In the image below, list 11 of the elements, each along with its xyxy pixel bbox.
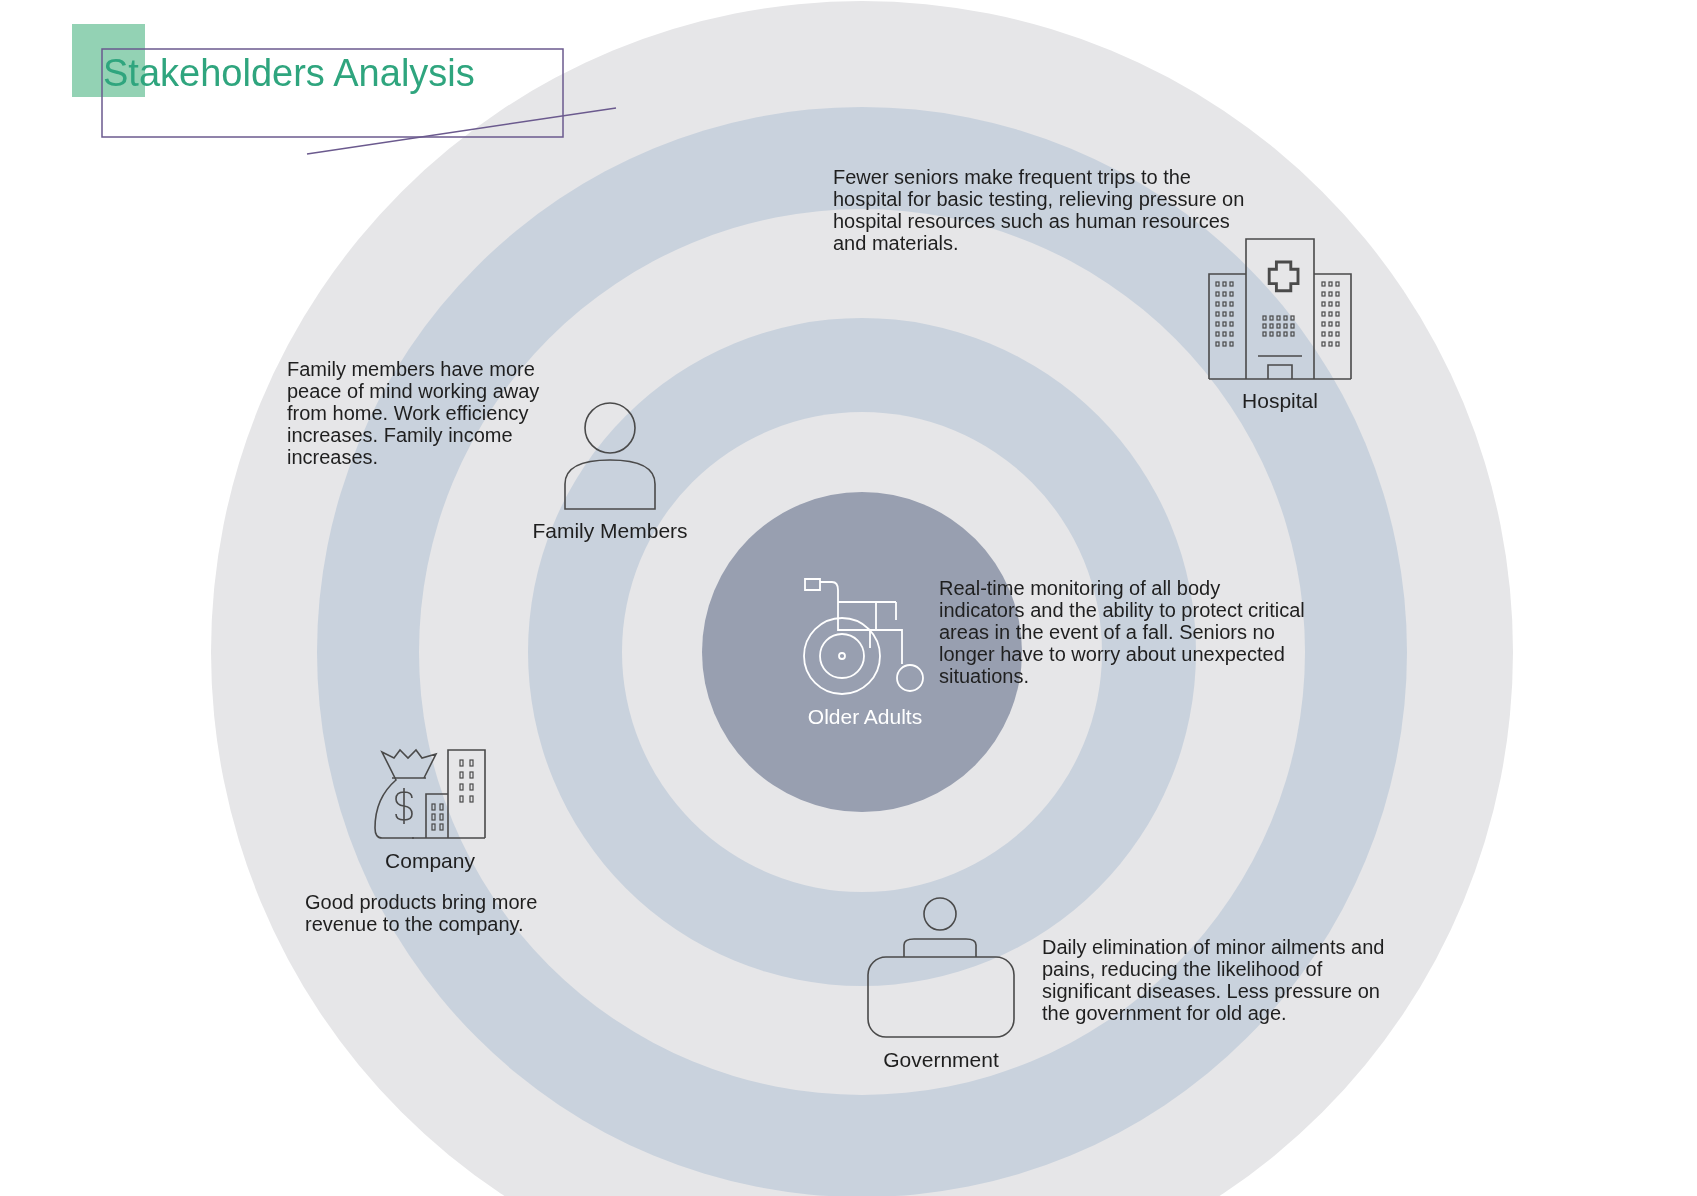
description-text: Good products bring more revenue to the company. bbox=[305, 891, 539, 935]
description-text: Real-time monitoring of all body indicators and the ability to protect critical areas in the event of a fall. Seniors no longer have to worry about unexpected situations. bbox=[939, 577, 1306, 687]
description-text: Fewer seniors make frequent trips to the hospital for basic testing, relieving pressure on hospital resources such as human resources and materials. bbox=[833, 166, 1246, 254]
stakeholder-label: Hospital bbox=[1242, 388, 1318, 414]
title: Stakeholders Analysis bbox=[103, 54, 475, 92]
description-text: Family members have more peace of mind working away from home. Work efficiency increases. Family income increases. bbox=[287, 358, 541, 468]
stakeholder-label: Company bbox=[385, 848, 475, 874]
description-text: Daily elimination of minor ailments and pains, reducing the likelihood of significant diseases. Less pressure on the government for old age. bbox=[1042, 936, 1386, 1024]
stakeholder-label: Family Members bbox=[532, 518, 688, 544]
stakeholder-label: Government bbox=[883, 1047, 999, 1073]
stakeholder-label: Older Adults bbox=[807, 704, 923, 730]
